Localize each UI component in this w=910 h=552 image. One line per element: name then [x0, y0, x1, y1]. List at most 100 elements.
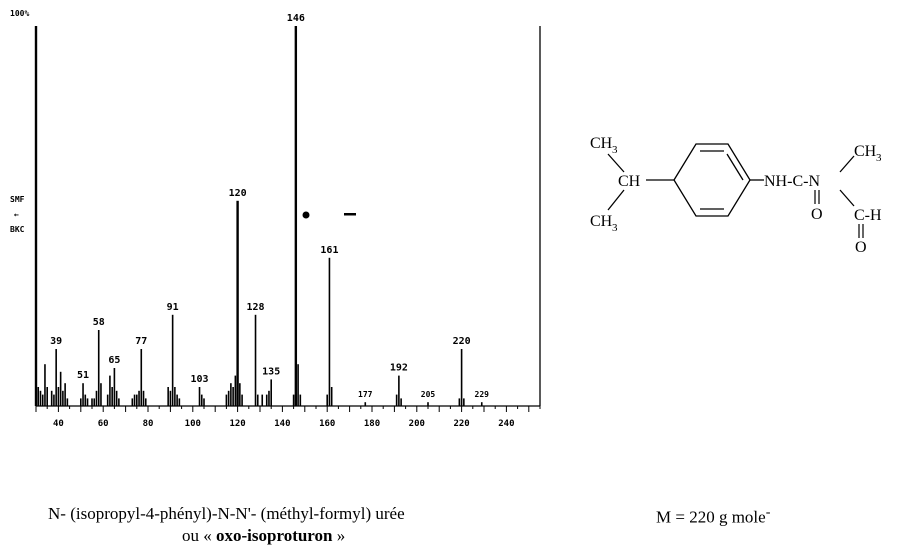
spectrum-peak-56 [93, 398, 96, 406]
urea-nh-c-n: NH-C-N [764, 173, 820, 190]
molar-mass: M = 220 g mole- [656, 504, 770, 528]
x-tick-label-80: 80 [143, 419, 154, 429]
n-methyl-ch: CH [854, 143, 877, 160]
spectrum-peak-75 [136, 394, 138, 406]
spectrum-peak-66 [115, 390, 118, 406]
spectrum-peak-63 [109, 375, 111, 406]
peak-label-51: 51 [77, 370, 89, 381]
isopropyl-ch3-bottom: CH [590, 213, 613, 230]
x-tick-label-220: 220 [453, 419, 469, 429]
chart-frame [36, 26, 541, 407]
spectrum-peak-92 [174, 387, 176, 406]
left-marker-arrow: ← [14, 210, 19, 219]
spectrum-peak-51 [82, 383, 84, 406]
spectrum-peak-90 [169, 390, 172, 406]
spectrum-peak-135 [270, 379, 272, 406]
peak-label-128: 128 [246, 302, 264, 313]
formyl-oxygen: O [855, 239, 867, 256]
spectrum-peak-44 [66, 398, 69, 406]
isopropyl-ch3-top: CH [590, 135, 613, 152]
molar-mass-value: M = 220 g mole [656, 507, 766, 527]
spectrum-peak-34 [44, 364, 46, 406]
spectrum-peak-74 [133, 394, 136, 406]
spectrum-peak-105 [203, 398, 205, 406]
spectrum-peak-78 [142, 390, 145, 406]
peak-label-192: 192 [390, 363, 408, 374]
isopropyl-sub-top: 3 [612, 144, 618, 156]
spectrum-peak-148 [299, 394, 302, 406]
spectrum-peak-32 [39, 390, 42, 406]
spectrum-peak-221 [463, 398, 465, 406]
spectrum-peak-146 [294, 26, 298, 406]
spectrum-peak-122 [241, 394, 243, 406]
x-tick-label-40: 40 [53, 419, 64, 429]
x-tick-label-200: 200 [409, 419, 425, 429]
spectrum-peak-104 [200, 394, 203, 406]
spectrum-peak-43 [64, 383, 66, 406]
n-methyl-sub: 3 [876, 152, 882, 164]
spectrum-peak-134 [268, 390, 270, 406]
spectrum-peak-116 [227, 390, 230, 406]
peak-label-120: 120 [229, 188, 247, 199]
left-marker-bkc: BKC [10, 225, 25, 234]
spectrum-peak-39 [55, 349, 57, 406]
spectrum-peak-119 [234, 375, 237, 406]
peak-label-135: 135 [262, 366, 280, 377]
compound-name-line1: N- (isopropyl-4-phényl)-N-N'- (méthyl-fo… [48, 504, 405, 523]
spectrum-peak-117 [230, 383, 232, 406]
spectrum-peak-147 [297, 364, 299, 406]
spectrum-peak-40 [57, 387, 60, 406]
spectrum-peak-91 [171, 314, 174, 406]
x-tick-label-120: 120 [229, 419, 245, 429]
spectrum-peak-93 [176, 394, 178, 406]
isopropyl-ch: CH [618, 173, 641, 190]
spectrum-peak-229 [480, 402, 483, 406]
spectrum-peak-58 [97, 330, 100, 406]
spectrum-peak-94 [178, 398, 181, 406]
bond-n-formyl [839, 189, 855, 207]
spectrum-peak-62 [106, 394, 109, 406]
spectrum-peak-162 [330, 387, 333, 406]
bond-ch3-ch-top [607, 153, 625, 173]
peak-label-161: 161 [320, 245, 338, 256]
peak-label-205: 205 [421, 390, 436, 399]
formyl-c-h: C-H [854, 207, 882, 224]
chart-bars [34, 26, 483, 406]
spectrum-peak-37 [50, 390, 53, 406]
ring-double-bond-3 [726, 153, 744, 181]
spectrum-peak-120 [236, 200, 239, 406]
peak-label-177: 177 [358, 390, 373, 399]
spectrum-peak-30 [34, 26, 38, 406]
x-tick-label-240: 240 [498, 419, 514, 429]
molar-mass-exponent: - [765, 504, 771, 520]
spectrum-peak-133 [265, 394, 268, 406]
spectrum-peak-35 [46, 387, 48, 406]
chart-top-label: 100% [10, 9, 29, 18]
isopropyl-sub-bottom: 3 [612, 222, 618, 234]
spectrum-peak-89 [167, 387, 169, 406]
spectrum-peak-118 [232, 387, 234, 406]
x-tick-label-140: 140 [274, 419, 290, 429]
peak-label-146: 146 [287, 13, 305, 24]
spectrum-peak-121 [239, 383, 241, 406]
urea-oxygen: O [811, 206, 823, 223]
spectrum-peak-192 [398, 375, 400, 406]
spectrum-peak-77 [140, 349, 143, 406]
spectrum-peak-53 [86, 398, 89, 406]
spectrum-peak-161 [328, 257, 331, 406]
spectrum-peak-128 [254, 314, 257, 406]
spectrum-peak-205 [427, 402, 429, 406]
peak-label-91: 91 [167, 302, 179, 313]
caption-suffix: » [332, 526, 346, 545]
spectrum-peak-42 [62, 390, 64, 406]
benzene-ring [673, 143, 751, 217]
spectrum-peak-219 [458, 398, 461, 406]
peak-label-103: 103 [190, 374, 208, 385]
spectrum-peak-131 [261, 394, 264, 406]
spectrum-peak-38 [53, 394, 55, 406]
x-tick-label-180: 180 [364, 419, 380, 429]
spectrum-peak-31 [37, 387, 40, 406]
peak-label-58: 58 [93, 317, 105, 328]
